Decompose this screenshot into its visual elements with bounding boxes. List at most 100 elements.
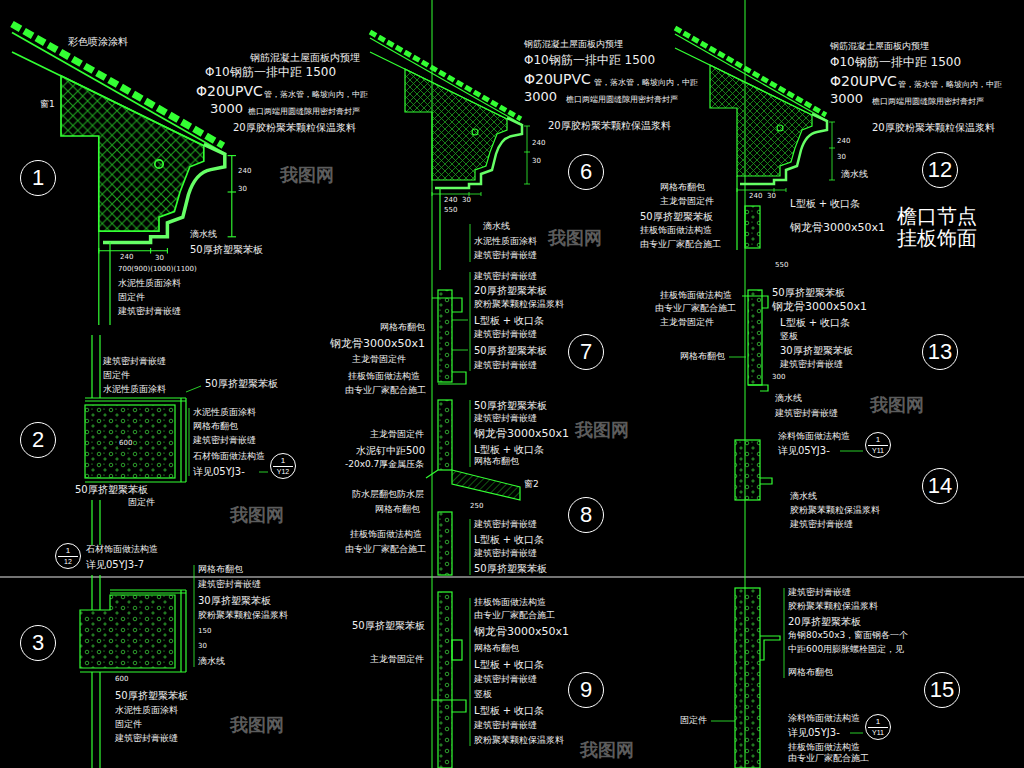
cladding-section bbox=[760, 636, 780, 660]
sheet-divider bbox=[0, 576, 1024, 577]
annotation: 钢筋混凝土屋面板内预埋 bbox=[830, 42, 929, 52]
annotation: 涂料饰面做法构造 bbox=[778, 432, 850, 442]
cladding-section bbox=[432, 700, 466, 712]
callout-number: 7 bbox=[580, 341, 592, 363]
cladding-section bbox=[426, 470, 438, 478]
annotation: 网格布翻包 bbox=[375, 505, 420, 515]
annotation: 20厚挤塑聚苯板 bbox=[474, 285, 547, 296]
annotation: 石材饰面做法构造 bbox=[86, 545, 158, 555]
callout-number: 8 bbox=[580, 504, 592, 526]
dimension: 240 bbox=[444, 197, 457, 205]
watermark: 我图网 bbox=[548, 228, 602, 248]
annotation: 50厚挤塑聚苯板 bbox=[190, 244, 263, 255]
eave-detail bbox=[12, 24, 236, 254]
annotation: 详见05YJ3- bbox=[788, 727, 840, 738]
annotation: 钢筋混凝土屋面板内预埋 bbox=[250, 52, 360, 63]
dimension: 300 bbox=[772, 374, 785, 382]
reference-text: Y11 bbox=[872, 447, 884, 454]
reference-text: 12 bbox=[64, 558, 72, 565]
annotation: 水泥性质面涂料 bbox=[193, 408, 256, 418]
annotation: 网格布翻包 bbox=[198, 565, 243, 575]
sheet-title: 檐口节点 挂板饰面 bbox=[897, 205, 981, 249]
annotation: Φ10钢筋一排中距 1500 bbox=[524, 54, 655, 67]
cladding-section bbox=[784, 588, 785, 678]
reference-circle: 1Y11 bbox=[865, 432, 891, 458]
annotation: 网格布翻包 bbox=[680, 352, 725, 362]
annotation: 建筑密封膏嵌缝 bbox=[788, 588, 851, 598]
dimension: 30 bbox=[837, 154, 846, 162]
reference-text: Y12 bbox=[277, 468, 289, 475]
annotation: Φ20UPVC bbox=[196, 84, 263, 99]
reference-text: 1 bbox=[876, 436, 880, 444]
wall-section bbox=[80, 671, 186, 672]
annotation: 檐口两端用圆缝隙用密封膏封严 bbox=[872, 98, 984, 107]
annotation: 涂料饰面做法构造 bbox=[788, 714, 860, 724]
wall-section bbox=[91, 500, 92, 545]
cladding-section bbox=[470, 272, 471, 371]
wall-section bbox=[186, 386, 201, 392]
cladding-section bbox=[748, 290, 762, 385]
eave-detail bbox=[109, 242, 110, 325]
annotation: 胶粉聚苯颗粒保温浆料 bbox=[788, 602, 878, 612]
annotation: 3000 bbox=[524, 90, 557, 104]
annotation: 管，落水管，略坡向内，中距 bbox=[898, 81, 1002, 90]
cladding-section bbox=[452, 470, 520, 500]
annotation: 50厚挤塑聚苯板 bbox=[205, 378, 278, 389]
annotation: Φ20UPVC bbox=[830, 74, 897, 89]
annotation: 主龙骨固定件 bbox=[370, 655, 424, 665]
annotation: 管，落水管，略坡向内，中距 bbox=[594, 79, 698, 88]
watermark: 我图网 bbox=[230, 715, 284, 735]
annotation: 钢筋混凝土屋面板内预埋 bbox=[524, 40, 623, 50]
cladding-section bbox=[729, 357, 746, 358]
annotation: 50厚挤塑聚苯板 bbox=[352, 620, 425, 631]
cladding-section bbox=[840, 451, 863, 452]
dimension: 240 bbox=[532, 140, 545, 148]
wall-section bbox=[185, 398, 186, 482]
annotation: 由专业厂家配合施工 bbox=[345, 386, 426, 396]
eave-detail bbox=[98, 231, 99, 325]
cladding-section bbox=[432, 298, 462, 312]
cladding-section bbox=[452, 320, 468, 321]
reference-circle: 112 bbox=[55, 543, 81, 569]
annotation: 建筑密封膏嵌缝 bbox=[118, 307, 181, 317]
wall-section bbox=[259, 472, 268, 473]
reference-text: 1 bbox=[281, 457, 285, 465]
annotation: L型板 + 收口条 bbox=[474, 534, 544, 545]
annotation: 檐口两端用圆缝隙用密封膏封严 bbox=[566, 96, 678, 105]
cladding-section bbox=[470, 519, 471, 575]
annotation: 建筑密封膏嵌缝 bbox=[790, 520, 853, 530]
annotation: 主龙骨固定件 bbox=[660, 197, 714, 207]
annotation: 建筑密封膏嵌缝 bbox=[474, 721, 537, 731]
reference-divider bbox=[868, 445, 887, 446]
callout-number: 12 bbox=[928, 159, 952, 181]
dimension: 240 bbox=[238, 168, 251, 176]
annotation: 20厚挤塑聚苯板 bbox=[788, 616, 861, 627]
dimension: 600 bbox=[115, 676, 128, 684]
annotation: 彩色喷涂涂料 bbox=[68, 36, 128, 47]
annotation: 水泥性质面涂料 bbox=[474, 237, 537, 247]
dimension: 30 bbox=[532, 158, 541, 166]
callout-number: 9 bbox=[580, 679, 592, 701]
annotation: 固定件 bbox=[103, 371, 130, 381]
cladding-section bbox=[438, 400, 452, 470]
annotation: 挂板饰面做法构造 bbox=[660, 291, 732, 301]
detail-number: 15 bbox=[924, 672, 960, 708]
annotation: 50厚挤塑聚苯板 bbox=[474, 563, 547, 574]
annotation: 石材饰面做法构造 bbox=[193, 452, 265, 462]
annotation: 竖板 bbox=[474, 690, 492, 700]
eave-detail bbox=[370, 32, 530, 196]
reference-text: Y11 bbox=[872, 729, 884, 736]
annotation: 由专业厂家配合施工 bbox=[640, 240, 721, 250]
annotation: 窗1 bbox=[40, 100, 55, 110]
annotation: 挂板饰面做法构造 bbox=[788, 743, 860, 753]
annotation: 固定件 bbox=[115, 720, 142, 730]
annotation: L型板 + 收口条 bbox=[474, 444, 544, 455]
annotation: 50厚挤塑聚苯板 bbox=[75, 484, 148, 495]
cladding-section bbox=[438, 290, 452, 382]
wall-section bbox=[110, 589, 186, 590]
annotation: 挂板饰面做法构造 bbox=[474, 598, 546, 608]
wall-section bbox=[99, 672, 100, 768]
detail-number: 2 bbox=[20, 422, 56, 458]
annotation: 50厚挤塑聚苯板 bbox=[640, 211, 713, 222]
eave-detail bbox=[736, 176, 737, 250]
